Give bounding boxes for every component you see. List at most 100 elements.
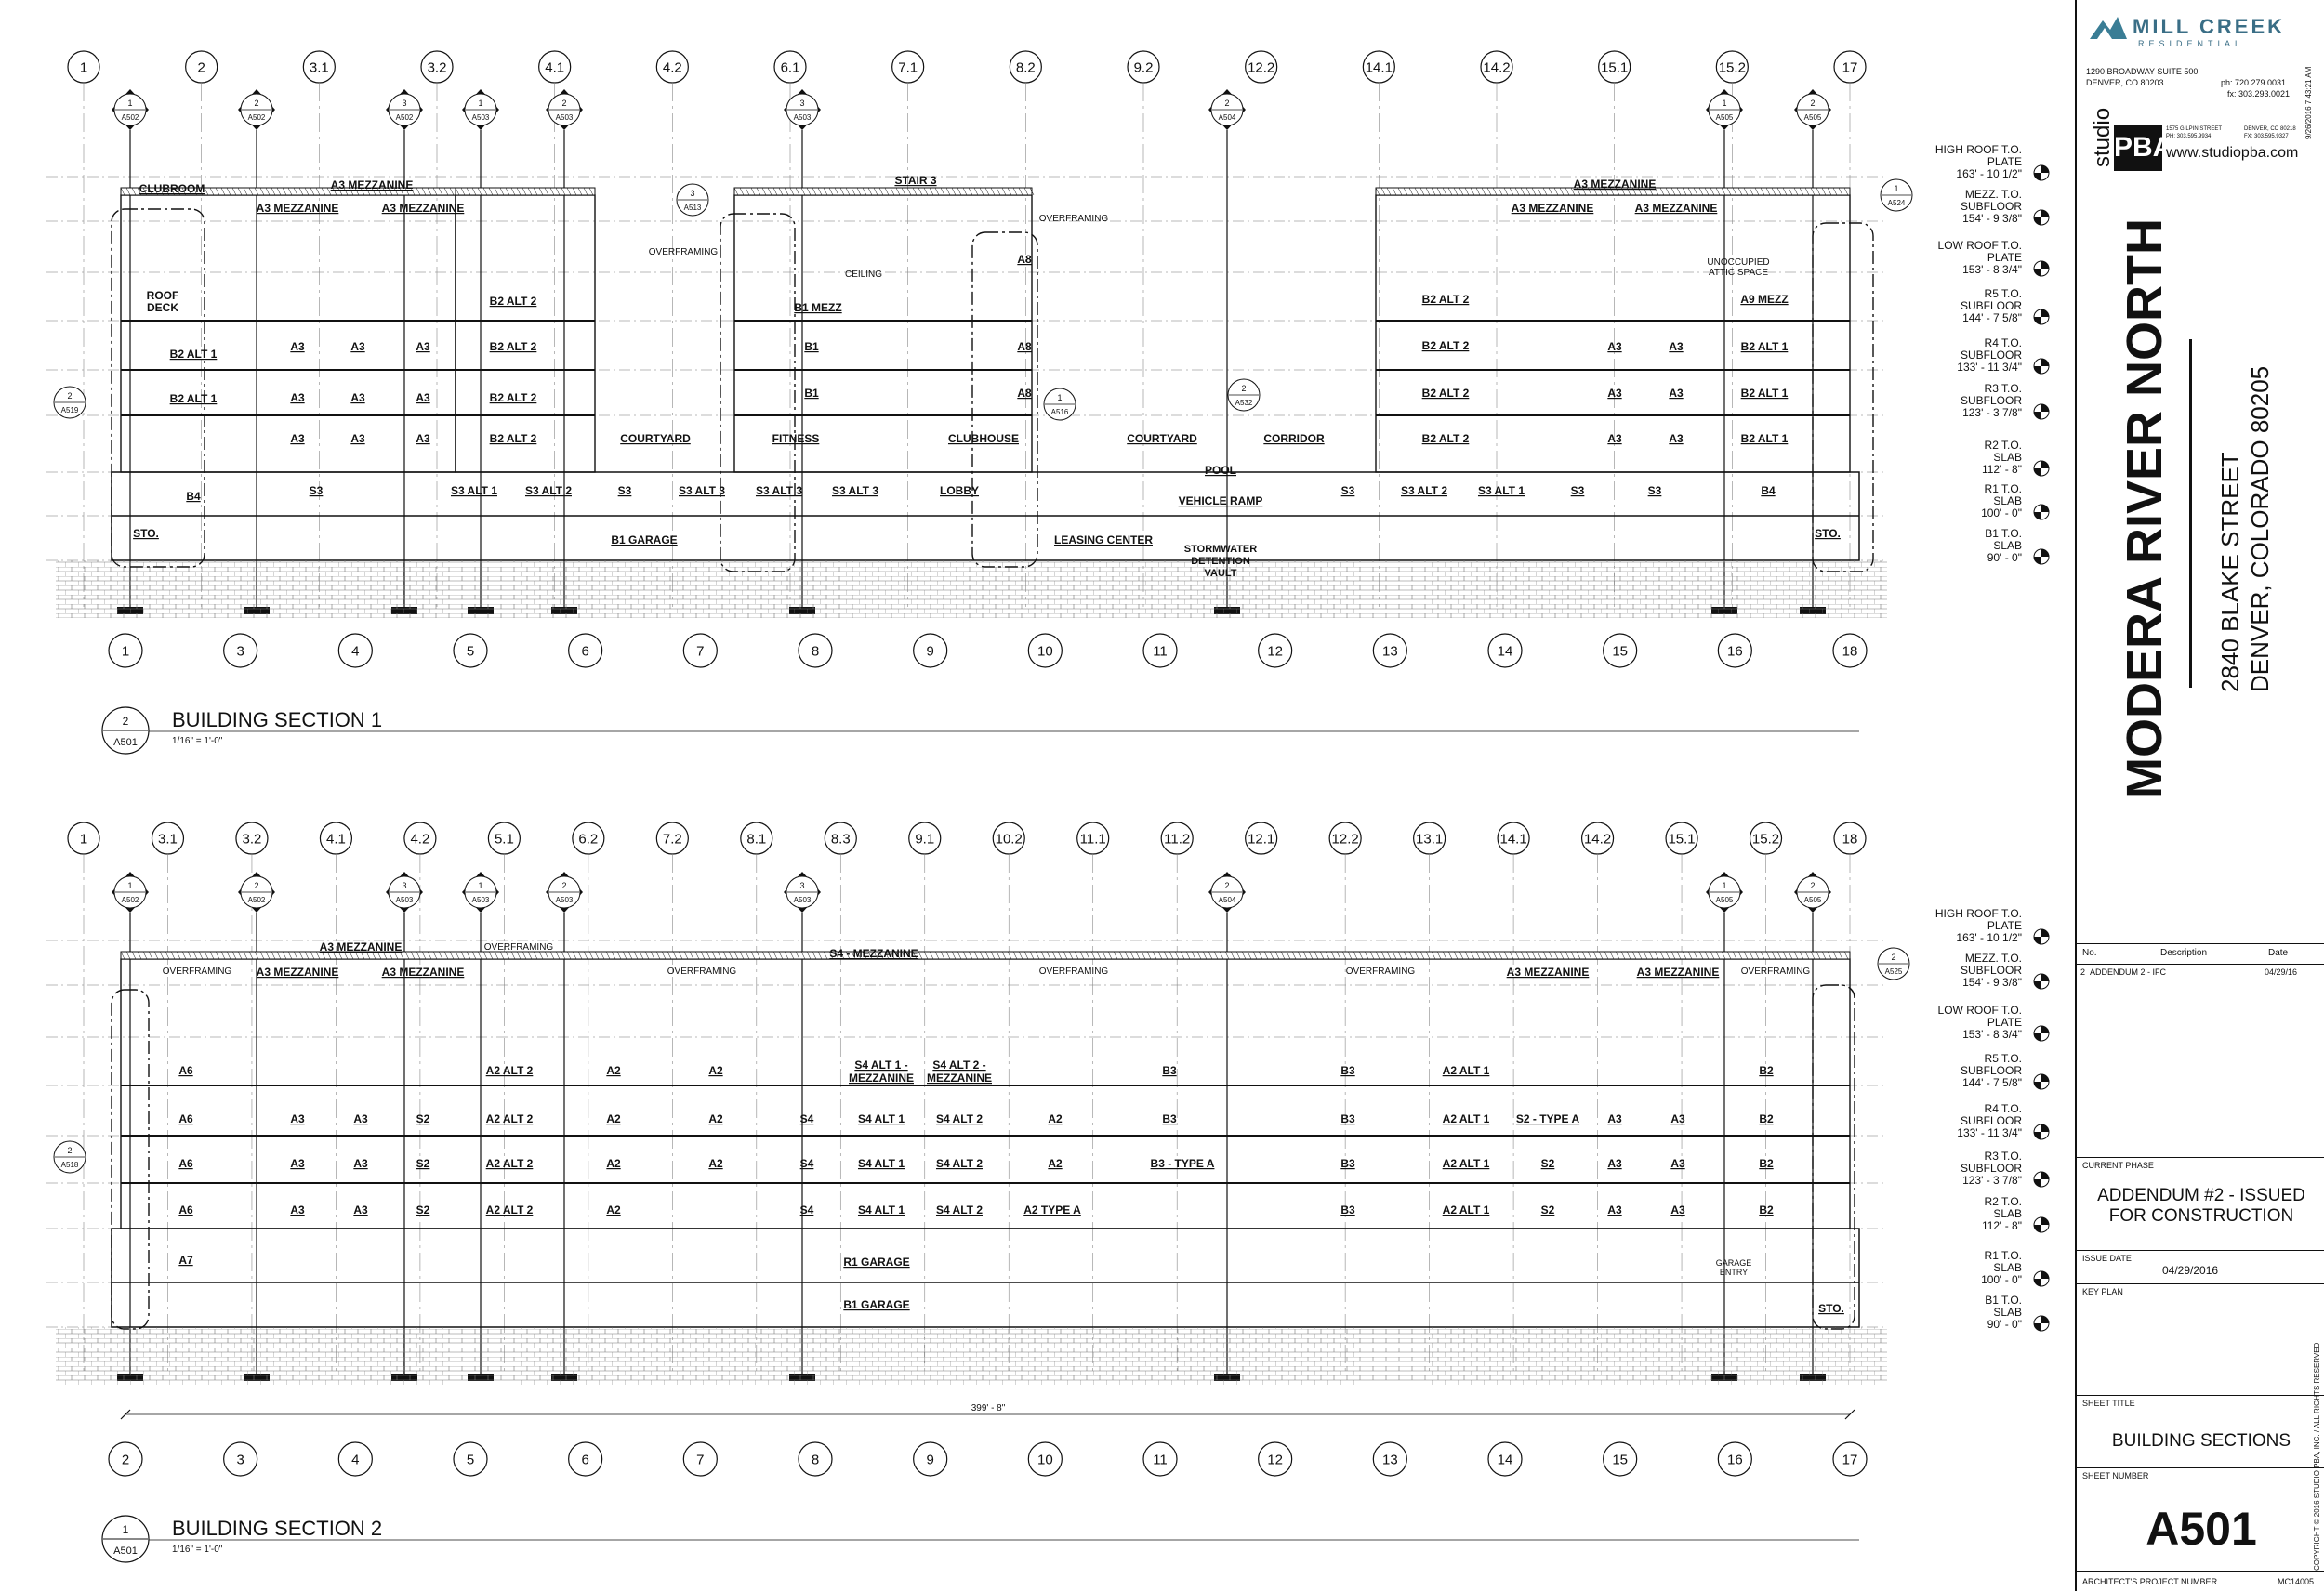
sec1-truss-web	[772, 187, 778, 196]
sec1-truss-web	[1570, 187, 1576, 196]
sec1-truss-web	[1431, 187, 1436, 196]
sec1-truss-web	[1525, 187, 1531, 196]
sheet-title-value: BUILDING SECTIONS	[2111, 1431, 2291, 1451]
sec1-truss-web	[823, 187, 828, 196]
sec2-truss-web	[667, 951, 672, 960]
sec1-truss-web	[1827, 187, 1832, 196]
sec2-label-a6: A6	[178, 1203, 193, 1216]
sec1-truss-web	[204, 187, 209, 196]
sec2-truss-web	[131, 951, 137, 960]
sec1-truss-web	[443, 187, 449, 196]
sec1-level-name-2: SLAB	[1993, 494, 2022, 507]
sec2-truss-web	[706, 951, 711, 960]
sec2-level-elev: 90' - 0"	[1987, 1318, 2022, 1331]
sec1-top-grid-bubble-label: 7.1	[898, 59, 918, 75]
sec2-truss-web	[800, 951, 806, 960]
sec2-truss-web	[1146, 951, 1152, 960]
sec1-level-name: MEZZ. T.O.	[1965, 188, 2022, 201]
sec2-level-name: R2 T.O.	[1985, 1195, 2022, 1208]
sec1-truss-web	[1459, 187, 1464, 196]
sec2-section-marker-ref: A502	[122, 896, 139, 904]
sec2-truss-web	[890, 951, 895, 960]
sec1-truss-web	[1799, 187, 1804, 196]
sec2-label-a3: A3	[1607, 1203, 1622, 1216]
sec2-truss-web	[1698, 951, 1704, 960]
sec2-truss-web	[733, 951, 739, 960]
sec2-truss-web	[1447, 951, 1453, 960]
sec2-label-a6: A6	[178, 1157, 193, 1170]
sec1-truss-web	[1464, 187, 1470, 196]
sec1-truss-web	[968, 187, 973, 196]
sec2-truss-web	[499, 951, 505, 960]
rev-col-date: Date	[2268, 948, 2289, 958]
sec2-top-grid-bubble-label: 7.2	[663, 831, 682, 847]
sec1-label-a3: A3	[1669, 387, 1684, 400]
sec2-bottom-grid-bubble	[1372, 1441, 1407, 1477]
sec1-label-s3_alt2: S3 ALT 2	[1401, 484, 1447, 497]
sec2-level-name-2: PLATE	[1987, 1016, 2022, 1029]
sec2-level-target-q1	[2041, 929, 2049, 937]
sec2-bottom-grid-bubble-label: 2	[122, 1452, 129, 1467]
sec2-truss-web	[1771, 951, 1776, 960]
sec2-truss-web	[1782, 951, 1788, 960]
sec1-truss-web	[1408, 187, 1414, 196]
sec2-level-name: HIGH ROOF T.O.	[1935, 907, 2022, 920]
sec2-label-a3: A3	[290, 1157, 305, 1170]
sec2-truss-web	[1553, 951, 1559, 960]
sec1-truss-web	[1721, 187, 1726, 196]
sec2-truss-web	[1687, 951, 1693, 960]
sec2-truss-web	[1235, 951, 1241, 960]
sec1-truss-web	[1765, 187, 1771, 196]
sec1-truss-web	[1498, 187, 1503, 196]
sec2-section-marker-num: 1	[1722, 881, 1726, 890]
sec2-bottom-grid-bubble	[1717, 1441, 1752, 1477]
sec2-truss-web	[1659, 951, 1665, 960]
sec2-side-marker-ref: A525	[1885, 967, 1903, 976]
sec2-truss-web	[1570, 951, 1576, 960]
sec2-truss-web	[1364, 951, 1369, 960]
sec1-bottom-grid-bubble-label: 14	[1498, 643, 1513, 659]
sec1-truss-web	[1447, 187, 1453, 196]
sec2-truss-web	[1007, 951, 1012, 960]
sec2-truss-web	[1481, 951, 1486, 960]
sec1-label-a3_mezz_r1: A3 MEZZANINE	[1512, 202, 1594, 215]
sec2-truss-web	[321, 951, 326, 960]
sec2-side-marker-num: 2	[1891, 953, 1895, 962]
sec1-truss-web	[1732, 187, 1737, 196]
sec1-label-a3: A3	[350, 391, 365, 404]
sec2-title: BUILDING SECTION 2	[172, 1517, 382, 1540]
sec2-detail-callout-box	[111, 989, 150, 1330]
sec2-truss-web	[1648, 951, 1654, 960]
sec1-section-marker-num: 2	[1224, 99, 1229, 108]
sec2-truss-web	[1096, 951, 1102, 960]
sec1-bottom-grid-bubble-label: 1	[122, 643, 129, 659]
sec2-truss-web	[1598, 951, 1604, 960]
sec1-truss-web	[1392, 187, 1397, 196]
sec1-truss-web	[1542, 187, 1548, 196]
sec1-detail-callout-box	[111, 208, 205, 568]
sec2-label-s4_alt2: S4 ALT 2	[936, 1112, 983, 1125]
sec1-truss-web	[778, 187, 784, 196]
sec2-truss-web	[1827, 951, 1832, 960]
sec2-label-a3_mezz_l1: A3 MEZZANINE	[257, 966, 339, 979]
sec2-truss-web	[488, 951, 494, 960]
sec2-truss-web	[533, 951, 538, 960]
sec1-side-marker-ref: A513	[684, 204, 702, 212]
sec2-truss-web	[1821, 951, 1827, 960]
sec2-truss-web	[1141, 951, 1146, 960]
sec1-truss-web	[271, 187, 276, 196]
sec1-truss-web	[800, 187, 806, 196]
sec2-bottom-grid-bubble	[1258, 1441, 1293, 1477]
sec2-top-grid-bubble-label: 12.2	[1332, 831, 1359, 847]
sec2-truss-web	[1799, 951, 1804, 960]
sec1-truss-web	[399, 187, 404, 196]
sec2-truss-web	[767, 951, 772, 960]
sec2-truss-web	[471, 951, 477, 960]
sec1-bottom-grid-bubble	[1603, 633, 1638, 668]
sec2-truss-web	[192, 951, 198, 960]
sec2-truss-web	[644, 951, 650, 960]
sec2-label-b2: B2	[1759, 1203, 1774, 1216]
sec2-truss-web	[170, 951, 176, 960]
issue-date-value: 04/29/2016	[2162, 1264, 2219, 1277]
